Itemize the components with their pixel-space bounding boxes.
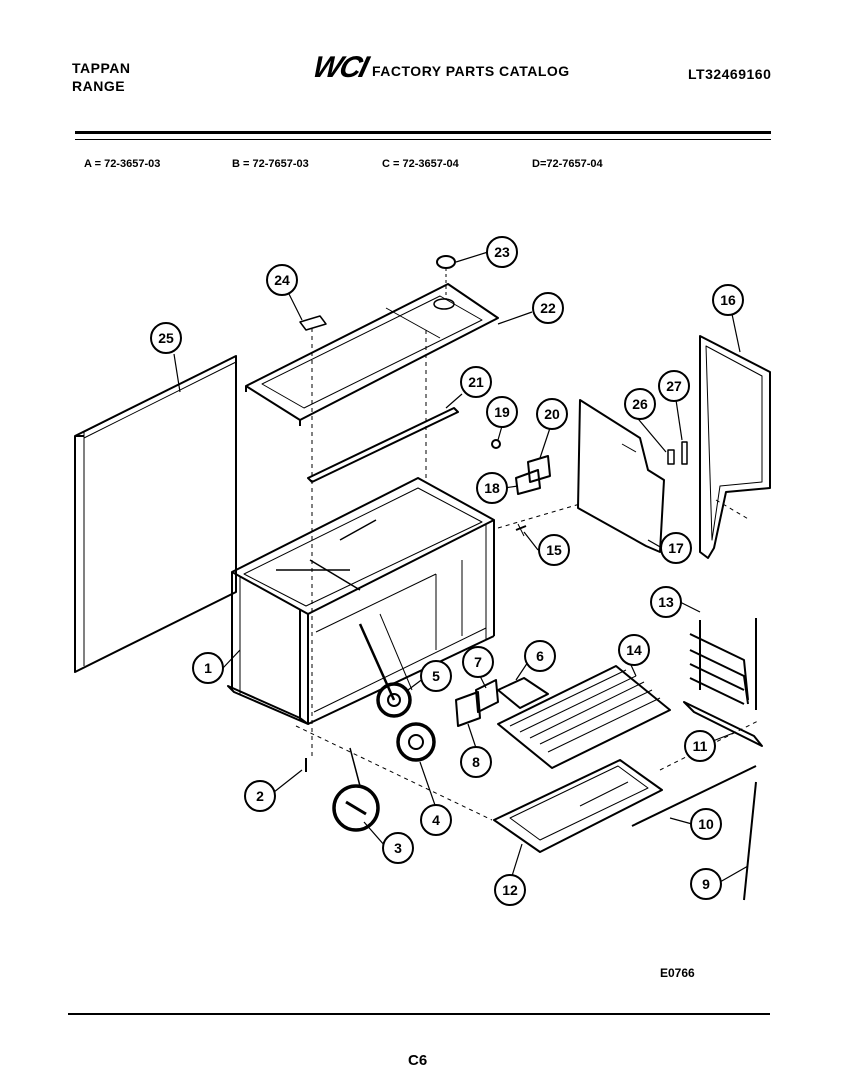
callout-18: 18 bbox=[476, 472, 508, 504]
part-trim-strip bbox=[307, 407, 459, 483]
callout-22-label: 22 bbox=[540, 300, 556, 316]
part-rear-bracket bbox=[577, 399, 665, 553]
callout-1-label: 1 bbox=[204, 660, 212, 676]
part-hardware bbox=[305, 682, 436, 832]
part-small-electrical bbox=[491, 439, 551, 537]
part-rods bbox=[631, 765, 757, 901]
callout-15-label: 15 bbox=[546, 542, 562, 558]
model-d: D=72-7657-04 bbox=[532, 158, 603, 170]
part-side-panel bbox=[74, 355, 237, 673]
part-top-panel bbox=[245, 283, 499, 426]
callout-8-label: 8 bbox=[472, 754, 480, 770]
callout-3: 3 bbox=[382, 832, 414, 864]
catalog-number: LT32469160 bbox=[688, 66, 772, 82]
brand-label: TAPPAN bbox=[72, 60, 131, 76]
callout-12-label: 12 bbox=[502, 882, 518, 898]
part-rack bbox=[689, 618, 757, 710]
callout-9: 9 bbox=[690, 868, 722, 900]
part-back-panel bbox=[699, 335, 771, 559]
model-a: A = 72-3657-03 bbox=[84, 158, 161, 170]
callout-24-label: 24 bbox=[274, 272, 290, 288]
callout-27: 27 bbox=[658, 370, 690, 402]
callout-15: 15 bbox=[538, 534, 570, 566]
callout-10: 10 bbox=[690, 808, 722, 840]
callout-16: 16 bbox=[712, 284, 744, 316]
callout-7-label: 7 bbox=[474, 654, 482, 670]
callout-2-label: 2 bbox=[256, 788, 264, 804]
callout-20: 20 bbox=[536, 398, 568, 430]
callout-27-label: 27 bbox=[666, 378, 682, 394]
callout-8: 8 bbox=[460, 746, 492, 778]
callout-19: 19 bbox=[486, 396, 518, 428]
part-rail bbox=[683, 701, 763, 747]
callout-9-label: 9 bbox=[702, 876, 710, 892]
header-rule-thin bbox=[75, 139, 771, 140]
callout-13: 13 bbox=[650, 586, 682, 618]
callout-24: 24 bbox=[266, 264, 298, 296]
callout-1: 1 bbox=[192, 652, 224, 684]
callout-group: 1 2 3 4 5 6 7 8 9 10 11 12 13 14 15 16 1… bbox=[150, 236, 744, 906]
callout-20-label: 20 bbox=[544, 406, 560, 422]
callout-5-label: 5 bbox=[432, 668, 440, 684]
callout-6-label: 6 bbox=[536, 648, 544, 664]
callout-26: 26 bbox=[624, 388, 656, 420]
part-tray bbox=[493, 759, 663, 853]
model-c: C = 72-3657-04 bbox=[382, 158, 459, 170]
callout-4-label: 4 bbox=[432, 812, 440, 828]
model-list: A = 72-3657-03 B = 72-7657-03 C = 72-365… bbox=[0, 158, 848, 174]
callout-17-label: 17 bbox=[668, 540, 684, 556]
callout-21: 21 bbox=[460, 366, 492, 398]
callout-4: 4 bbox=[420, 804, 452, 836]
callout-23-label: 23 bbox=[494, 244, 510, 260]
catalog-title: FACTORY PARTS CATALOG bbox=[372, 63, 570, 79]
callout-11-label: 11 bbox=[693, 738, 708, 754]
callout-3-label: 3 bbox=[394, 840, 402, 856]
callout-14-label: 14 bbox=[626, 642, 642, 658]
callout-13-label: 13 bbox=[658, 594, 674, 610]
callout-7: 7 bbox=[462, 646, 494, 678]
part-grommet bbox=[436, 255, 456, 300]
callout-25-label: 25 bbox=[158, 330, 174, 346]
callout-23: 23 bbox=[486, 236, 518, 268]
product-label: RANGE bbox=[72, 78, 126, 94]
callout-18-label: 18 bbox=[484, 480, 500, 496]
part-main-frame bbox=[227, 477, 495, 725]
leader-lines bbox=[173, 251, 749, 883]
callout-26-label: 26 bbox=[632, 396, 648, 412]
callout-17: 17 bbox=[660, 532, 692, 564]
footer-rule bbox=[68, 1013, 770, 1015]
callout-6: 6 bbox=[524, 640, 556, 672]
header-rule-thick bbox=[75, 131, 771, 134]
callout-11: 11 bbox=[684, 730, 716, 762]
callout-2: 2 bbox=[244, 780, 276, 812]
drawing-code: E0766 bbox=[660, 966, 695, 980]
callout-22: 22 bbox=[532, 292, 564, 324]
part-brackets-6-7-8 bbox=[455, 677, 549, 727]
callout-5: 5 bbox=[420, 660, 452, 692]
callout-19-label: 19 bbox=[494, 404, 510, 420]
assembly-lines bbox=[295, 328, 761, 821]
page-code: C6 bbox=[408, 1052, 428, 1069]
part-clips-26-27 bbox=[667, 441, 688, 465]
part-clip bbox=[299, 315, 327, 331]
callout-12: 12 bbox=[494, 874, 526, 906]
callout-10-label: 10 bbox=[698, 816, 714, 832]
callout-16-label: 16 bbox=[720, 292, 736, 308]
callout-14: 14 bbox=[618, 634, 650, 666]
svg-text:WCI: WCI bbox=[310, 50, 372, 82]
wci-logo: WCI bbox=[306, 50, 373, 87]
callout-21-label: 21 bbox=[468, 374, 484, 390]
part-shelf bbox=[497, 665, 671, 769]
model-b: B = 72-7657-03 bbox=[232, 158, 309, 170]
callout-25: 25 bbox=[150, 322, 182, 354]
